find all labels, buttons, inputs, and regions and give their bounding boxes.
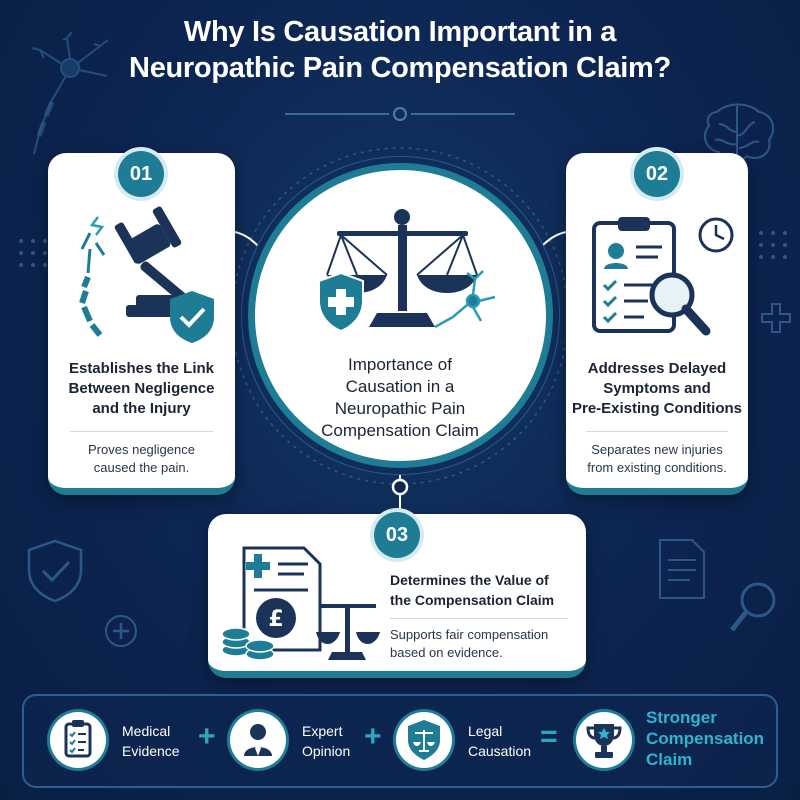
document-background-icon	[659, 539, 705, 599]
expert-opinion-badge	[230, 712, 286, 768]
plus-background-icon	[761, 303, 791, 333]
legal-causation-badge	[396, 712, 452, 768]
card-description: Proves negligence caused the pain.	[52, 441, 231, 477]
trophy-icon	[586, 724, 622, 758]
card-heading-line-3: and the Injury	[92, 400, 191, 417]
card-delayed-symptoms: 02 Addresses Delayed Symptoms and Pre-Ex…	[566, 151, 748, 495]
shield-scales-icon	[408, 720, 440, 760]
card-divider	[70, 431, 213, 432]
nerve-branch-icon	[434, 270, 496, 329]
title-line-2: Neuropathic Pain Compensation Claim?	[129, 52, 671, 84]
magnifier-background-icon	[730, 582, 776, 632]
card-description-line-1: Supports fair compensation	[390, 627, 549, 642]
equation-bar	[22, 694, 778, 788]
card-description-line-2: caused the pain.	[93, 460, 190, 475]
coin-stack-icon	[221, 627, 275, 661]
dot-grid-right-icon	[759, 231, 787, 259]
center-label-line-3: Neuropathic Pain	[334, 399, 466, 418]
legal-causation-label: Legal Causation	[468, 721, 531, 761]
clipboard-checklist-icon	[64, 720, 92, 758]
card-description-line-1: Separates new injuries	[591, 442, 723, 457]
expert-opinion-line-1: Expert	[302, 723, 343, 739]
plus-operator-1: +	[198, 720, 216, 753]
card-description: Supports fair compensation based on evid…	[390, 626, 580, 662]
plus-circle-background-icon	[105, 615, 137, 647]
shield-check-icon	[170, 291, 214, 343]
card-heading-line-2: Symptoms and	[603, 380, 711, 397]
title-divider	[285, 107, 515, 121]
expert-person-icon	[244, 724, 272, 756]
svg-text:£: £	[268, 607, 283, 632]
result-line-1: Stronger	[646, 708, 717, 727]
equals-operator: =	[540, 720, 558, 753]
result-line-3: Claim	[646, 750, 693, 769]
card-heading: Determines the Value of the Compensation…	[390, 570, 580, 610]
card-description-line-2: based on evidence.	[390, 645, 503, 660]
card-heading-line-1: Addresses Delayed	[587, 360, 727, 377]
card-divider	[586, 431, 728, 432]
card-description-line-1: Proves negligence	[88, 442, 195, 457]
card-heading: Establishes the Link Between Negligence …	[52, 359, 231, 419]
card-heading-line-2: the Compensation Claim	[390, 592, 555, 608]
title-line-1: Why Is Causation Important in a	[183, 16, 617, 48]
card-number-badge: 01	[118, 151, 164, 197]
card-number-badge: 02	[634, 151, 680, 197]
dot-grid-left-icon	[19, 239, 47, 267]
shield-check-background-icon	[27, 539, 83, 603]
plus-operator-2: +	[364, 720, 382, 753]
medical-evidence-line-2: Evidence	[122, 743, 180, 759]
card-heading-line-1: Determines the Value of	[390, 572, 549, 588]
medical-evidence-label: Medical Evidence	[122, 721, 180, 761]
card-heading-line-1: Establishes the Link	[68, 360, 215, 377]
clock-icon	[698, 217, 734, 253]
legal-causation-line-2: Causation	[468, 743, 532, 759]
center-label-line-4: Compensation Claim	[321, 421, 479, 440]
medical-report-magnifier-icon	[592, 217, 734, 336]
card-heading: Addresses Delayed Symptoms and Pre-Exist…	[568, 359, 746, 419]
card-divider	[390, 618, 568, 619]
shield-plus-icon	[318, 271, 364, 333]
card-compensation-value: 03 £ Determines the Value of the Compens…	[208, 512, 586, 678]
medical-evidence-badge	[50, 712, 106, 768]
card-number-badge: 03	[374, 512, 420, 558]
card-heading-line-2: Between Negligence	[68, 380, 215, 397]
small-scales-icon	[316, 604, 380, 660]
result-badge	[576, 712, 632, 768]
result-line-2: Compensation	[646, 729, 765, 748]
brain-background-icon	[703, 103, 775, 162]
scales-of-justice-icon	[318, 209, 496, 333]
center-label-line-1: Importance of	[348, 355, 452, 374]
neuron-background-icon	[31, 31, 109, 155]
medical-evidence-line-1: Medical	[122, 723, 171, 739]
expert-opinion-line-2: Opinion	[302, 743, 351, 759]
gavel-icon	[79, 206, 214, 343]
result-label: Stronger Compensation Claim	[646, 707, 764, 770]
card-heading-line-3: Pre-Existing Conditions	[571, 400, 742, 417]
card-description: Separates new injuries from existing con…	[568, 441, 746, 477]
page-title: Why Is Causation Important in a Neuropat…	[0, 14, 800, 86]
legal-causation-line-1: Legal	[468, 723, 503, 739]
card-establishes-link: 01 Establishes the Link Between Negligen…	[48, 151, 235, 495]
center-label-line-2: Causation in a	[345, 377, 455, 396]
broken-nerve-icon	[79, 216, 106, 337]
compensation-documents-icon: £	[221, 546, 380, 661]
expert-opinion-label: Expert Opinion	[302, 721, 350, 761]
card-description-line-2: from existing conditions.	[587, 460, 727, 475]
center-label: Importance of Causation in a Neuropathic…	[290, 354, 510, 442]
